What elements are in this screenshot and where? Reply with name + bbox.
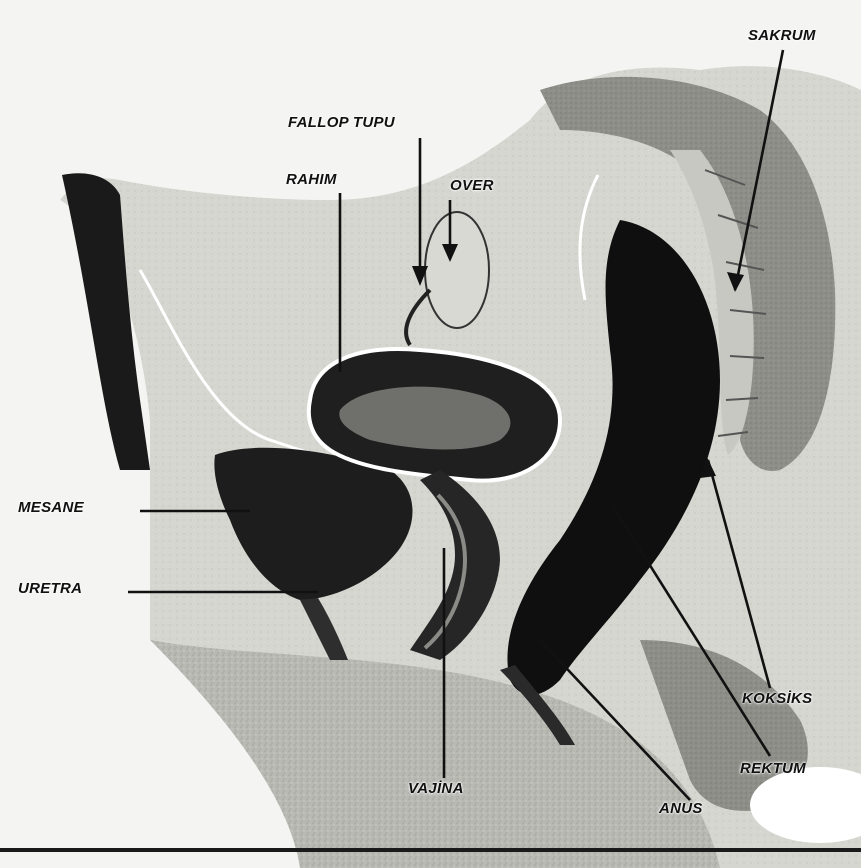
label-rektum: REKTUM <box>740 761 806 776</box>
label-anus: ANUS <box>659 801 703 816</box>
label-mesane: MESANE <box>18 500 84 515</box>
label-sakrum: SAKRUM <box>748 28 816 43</box>
label-fallop-tupu: FALLOP TUPU <box>288 115 395 130</box>
bottom-border <box>0 848 861 852</box>
ovary <box>425 212 489 328</box>
label-koksiks: KOKSİKS <box>742 691 812 706</box>
label-over: OVER <box>450 178 494 193</box>
label-rahim: RAHIM <box>286 172 337 187</box>
label-uretra: URETRA <box>18 581 82 596</box>
label-vajina: VAJİNA <box>408 781 464 796</box>
